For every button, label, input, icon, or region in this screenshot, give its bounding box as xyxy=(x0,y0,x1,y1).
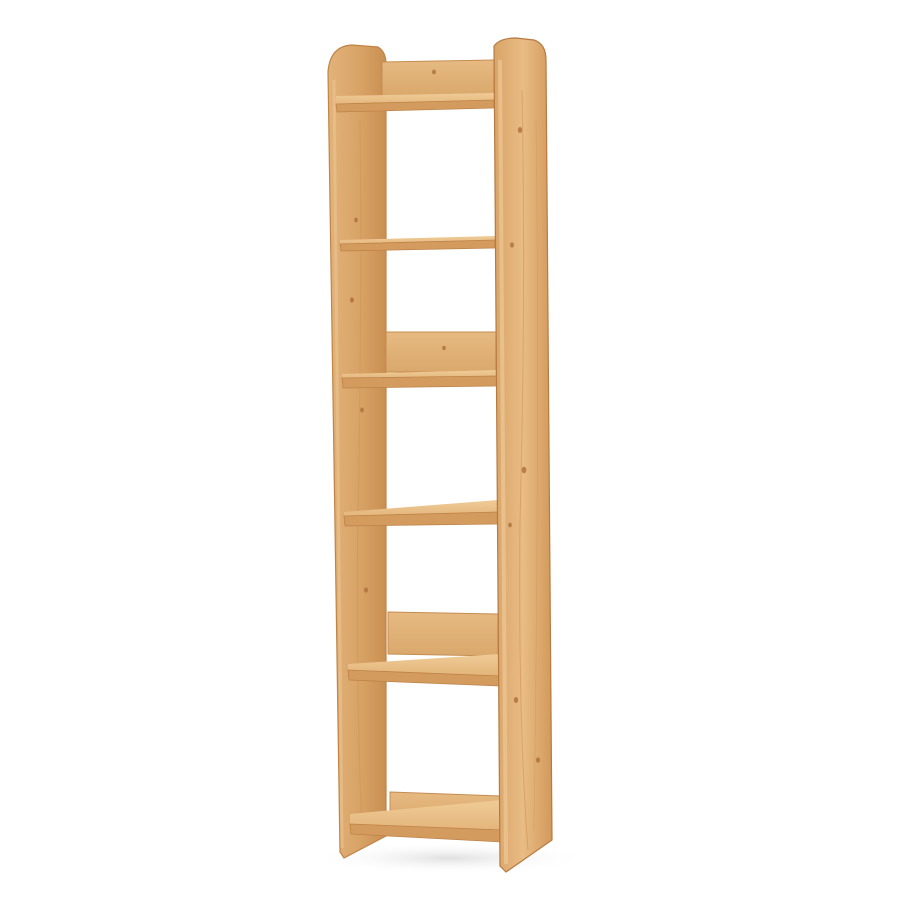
back-board-lower xyxy=(387,611,499,657)
shelf-1 xyxy=(335,93,495,113)
shelf-6 xyxy=(349,800,503,843)
back-board-middle xyxy=(385,331,497,373)
shelf-4 xyxy=(343,500,499,527)
wood-knots xyxy=(350,69,540,763)
top-back-board xyxy=(381,59,495,97)
right-side-panel xyxy=(493,37,553,873)
